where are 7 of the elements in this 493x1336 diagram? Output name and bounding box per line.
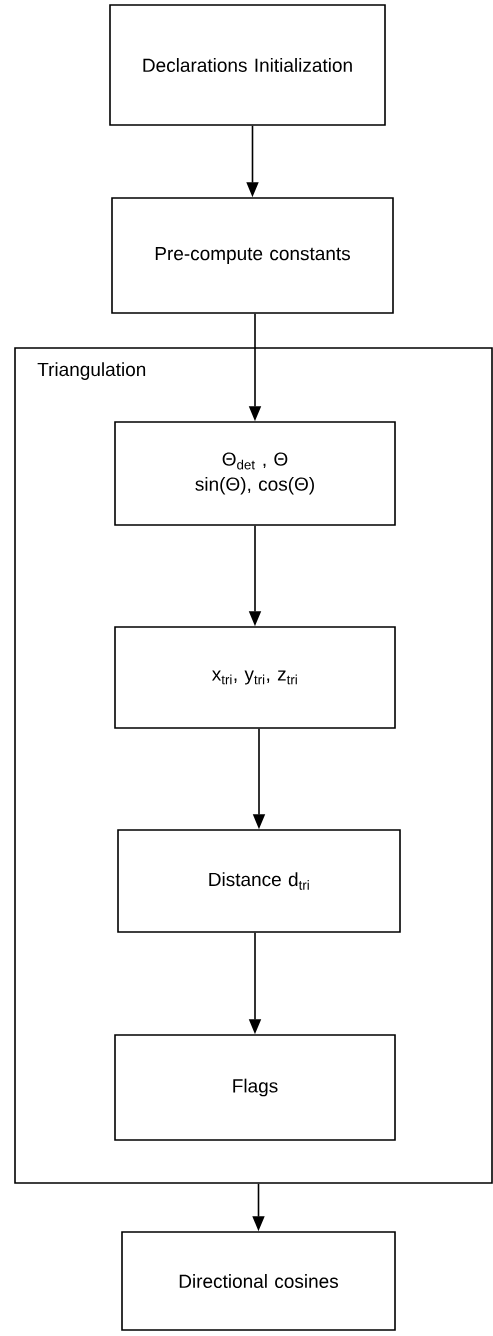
process-box: Declarations Initialization	[109, 4, 386, 126]
process-box: Flags	[114, 1034, 396, 1141]
process-box: Pre-compute constants	[111, 197, 394, 314]
process-box: Distance d$_{tri}$	[117, 829, 401, 933]
process-box: x$_{tri}$, y$_{tri}$, z$_{tri}$	[114, 626, 396, 729]
process-box: Θ$_{det}$ , Θ sin(Θ), cos(Θ)	[114, 421, 396, 526]
process-box: Directional cosines	[121, 1231, 396, 1331]
